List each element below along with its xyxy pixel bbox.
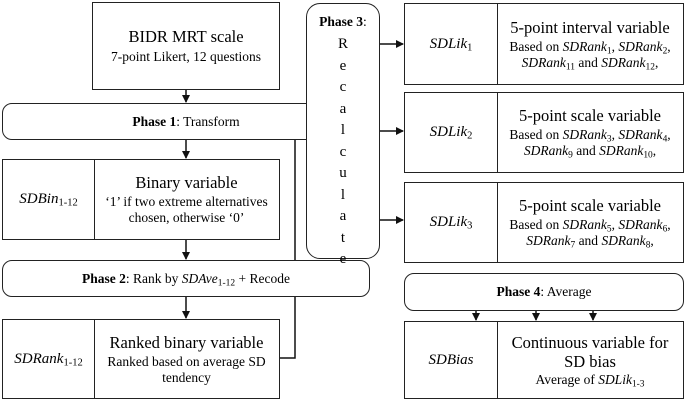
bidr-scale-box: BIDR MRT scale 7-point Likert, 12 questi… [92, 2, 280, 90]
recalculate-letter: c [339, 79, 347, 95]
phase3-label: Phase 3 [319, 14, 364, 29]
recalculate-letter: l [340, 186, 346, 203]
sdbin-title: Binary variable [135, 173, 238, 192]
recalculate-letter: a [339, 208, 347, 224]
sdlik1-title: 5-point interval variable [510, 17, 670, 37]
sdlik2-label: SDLik2 [405, 93, 498, 172]
sdlik2-title: 5-point scale variable [518, 106, 662, 125]
arrow-sdrank-to-phase3 [280, 127, 306, 359]
sdlik2-box: SDLik2 5-point scale variable Based on S… [404, 92, 684, 173]
recalculate-letter: l [340, 122, 346, 138]
recalculate-letter: e [339, 251, 347, 267]
sdrank-title: Ranked binary variable [109, 332, 264, 352]
sdlik1-label: SDLik1 [405, 4, 498, 84]
recalculate-letter: t [340, 229, 346, 246]
phase4-text: : Average [540, 284, 592, 299]
recalculate-letter: e [339, 57, 347, 74]
phase1-text: : Transform [176, 113, 240, 129]
sdlik3-description: 5-point scale variable Based on SDRank5,… [509, 196, 671, 251]
sdbin-label: SDBin1-12 [3, 160, 95, 239]
recalculate-letter: c [339, 143, 347, 160]
phase4-label: Phase 4 [496, 284, 541, 299]
sdbias-box: SDBias Continuous variable for SD bias A… [404, 321, 684, 399]
sdbias-title-1: Continuous variable for [511, 332, 669, 352]
sdlik1-description: 5-point interval variable Based on SDRan… [509, 17, 671, 72]
phase1-label: Phase 1 [132, 113, 177, 129]
sdlik1-box: SDLik1 5-point interval variable Based o… [404, 3, 684, 85]
phase2-box: Phase 2: Rank by SDAve1-12 + Recode [2, 260, 370, 297]
recalculate-letter: R [337, 36, 348, 52]
recalculate-letter: u [339, 165, 347, 181]
sdlik3-box: SDLik3 5-point scale variable Based on S… [404, 182, 684, 263]
sdbin-box: SDBin1-12 Binary variable ‘1’ if two ext… [2, 159, 280, 240]
phase2-label: Phase 2 [82, 270, 126, 286]
sdlik2-description: 5-point scale variable Based on SDRank3,… [509, 106, 671, 161]
bidr-subtitle: 7-point Likert, 12 questions [111, 49, 261, 64]
sdrank-box: SDRank1-12 Ranked binary variable Ranked… [2, 319, 280, 399]
sdbias-description: Continuous variable for SD bias Average … [511, 332, 669, 389]
sdrank-label: SDRank1-12 [3, 320, 95, 398]
recalculate-letter: a [339, 100, 347, 117]
sdrank-description: Ranked binary variable Ranked based on a… [107, 332, 266, 385]
sdlik3-title: 5-point scale variable [518, 196, 662, 215]
sdbias-title-2: SD bias [564, 351, 616, 371]
bidr-title: BIDR MRT scale [128, 27, 244, 46]
phase4-box: Phase 4: Average [404, 273, 684, 311]
sdbin-description: Binary variable ‘1’ if two extreme alter… [105, 173, 268, 225]
sdbias-label: SDBias [405, 322, 498, 398]
sdlik3-label: SDLik3 [405, 183, 498, 262]
